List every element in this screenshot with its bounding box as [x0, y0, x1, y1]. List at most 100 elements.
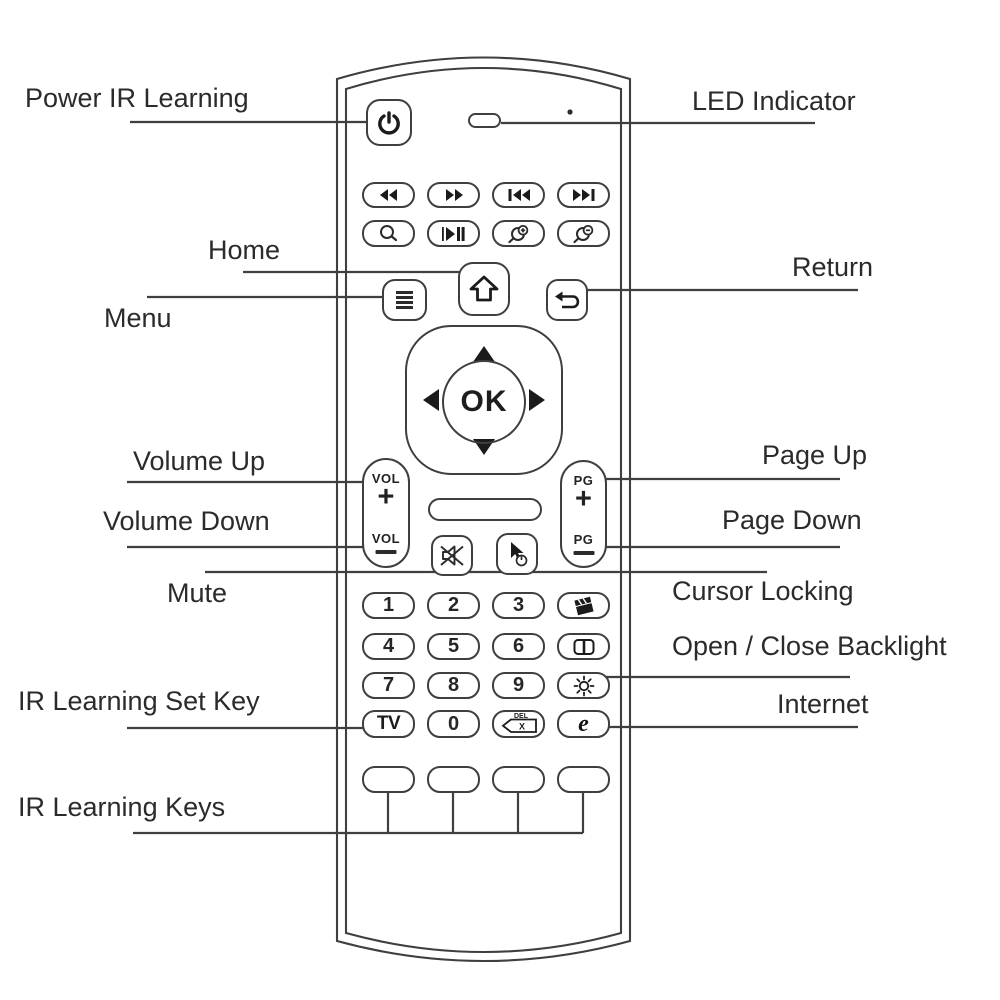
label-page-up: Page Up [762, 440, 868, 470]
search-button[interactable] [362, 220, 415, 247]
remote-body-outline [335, 56, 632, 963]
digit-6-label: 6 [512, 635, 525, 657]
digit-0-button[interactable]: 0 [427, 710, 480, 738]
label-return: Return [792, 252, 874, 282]
delete-backspace-icon: DEL X [501, 713, 537, 733]
cursor-lock-icon [511, 542, 528, 567]
internet-button[interactable]: e [557, 710, 610, 738]
connector-lines [127, 120, 858, 835]
return-button[interactable] [546, 279, 588, 321]
ok-button[interactable]: OK [442, 360, 526, 444]
tv-button[interactable]: TV [362, 710, 415, 738]
page-down-minus-icon [573, 551, 594, 555]
pg-label: PG [573, 473, 594, 488]
label-internet: Internet [777, 689, 869, 719]
ok-label: OK [460, 385, 508, 418]
del-x-text: X [518, 722, 524, 732]
digit-7-label: 7 [382, 674, 395, 696]
return-icon [554, 291, 579, 308]
page-rocker[interactable]: PG + PG [560, 460, 607, 568]
menu-icon [396, 291, 413, 309]
vol-label: VOL [371, 471, 401, 486]
digit-8-label: 8 [447, 674, 460, 696]
cursor-lock-button[interactable] [496, 533, 538, 575]
tv-label: TV [376, 713, 401, 734]
zoom-out-button[interactable] [557, 220, 610, 247]
digit-9-label: 9 [512, 674, 525, 696]
previous-track-button[interactable] [492, 182, 545, 208]
delete-button[interactable]: DEL X [492, 710, 545, 738]
digit-3-button[interactable]: 3 [492, 592, 545, 619]
label-cursor-locking: Cursor Locking [672, 576, 854, 606]
digit-2-button[interactable]: 2 [427, 592, 480, 619]
label-home: Home [208, 235, 281, 265]
vol-label-bottom: VOL [371, 531, 401, 546]
zoom-in-icon [507, 224, 528, 243]
next-track-icon [572, 189, 594, 201]
mute-icon [439, 545, 464, 566]
label-volume-up: Volume Up [133, 446, 266, 476]
next-track-button[interactable] [557, 182, 610, 208]
home-button[interactable] [458, 262, 510, 316]
volume-rocker[interactable]: VOL + VOL [362, 458, 410, 568]
ir-sensor-dot [567, 109, 573, 115]
spacer-pill-button[interactable] [428, 498, 542, 521]
del-text: DEL [514, 713, 529, 720]
digit-1-button[interactable]: 1 [362, 592, 415, 619]
digit-0-label: 0 [447, 712, 460, 735]
play-pause-button[interactable] [427, 220, 480, 247]
label-volume-down: Volume Down [103, 506, 270, 536]
ir-learning-key-4[interactable] [557, 766, 610, 793]
split-screen-icon [573, 638, 594, 655]
zoom-out-icon [572, 224, 593, 243]
digit-9-button[interactable]: 9 [492, 672, 545, 699]
power-button[interactable] [366, 99, 412, 146]
label-mute: Mute [167, 578, 228, 608]
backlight-button[interactable] [557, 672, 610, 699]
zoom-in-button[interactable] [492, 220, 545, 247]
arrow-up-icon[interactable] [473, 346, 495, 362]
fast-forward-icon [445, 189, 463, 201]
fast-forward-button[interactable] [427, 182, 480, 208]
rewind-button[interactable] [362, 182, 415, 208]
mute-button[interactable] [431, 535, 473, 576]
led-indicator-window [468, 113, 501, 128]
label-led-indicator: LED Indicator [692, 86, 856, 116]
previous-track-icon [508, 189, 530, 201]
ir-learning-key-3[interactable] [492, 766, 545, 793]
digit-5-button[interactable]: 5 [427, 633, 480, 660]
internet-e-icon: e [578, 711, 589, 737]
media-center-button[interactable] [557, 592, 610, 619]
direction-pad[interactable]: OK [405, 325, 563, 475]
digit-6-button[interactable]: 6 [492, 633, 545, 660]
play-pause-icon [442, 226, 465, 241]
digit-8-button[interactable]: 8 [427, 672, 480, 699]
search-icon [379, 225, 397, 242]
clapperboard-icon [573, 596, 594, 615]
digit-2-label: 2 [447, 594, 460, 616]
ir-learning-key-2[interactable] [427, 766, 480, 793]
digit-4-button[interactable]: 4 [362, 633, 415, 660]
menu-button[interactable] [382, 279, 427, 321]
split-screen-button[interactable] [557, 633, 610, 660]
pg-label-bottom: PG [573, 532, 594, 547]
ir-learning-key-1[interactable] [362, 766, 415, 793]
digit-1-label: 1 [382, 594, 395, 616]
home-icon [469, 275, 499, 302]
label-open-close-backlight: Open / Close Backlight [672, 631, 947, 661]
rewind-icon [379, 189, 397, 201]
power-icon [378, 110, 400, 135]
digit-7-button[interactable]: 7 [362, 672, 415, 699]
arrow-right-icon[interactable] [529, 389, 545, 411]
volume-up-plus: + [377, 481, 395, 513]
volume-down-minus-icon [375, 550, 397, 554]
label-page-down: Page Down [722, 505, 862, 535]
label-ir-learning-keys: IR Learning Keys [18, 792, 226, 822]
digit-5-label: 5 [447, 635, 460, 657]
page-up-plus: + [575, 483, 592, 515]
arrow-left-icon[interactable] [423, 389, 439, 411]
digit-3-label: 3 [512, 594, 525, 616]
label-power-ir-learning: Power IR Learning [25, 83, 249, 113]
